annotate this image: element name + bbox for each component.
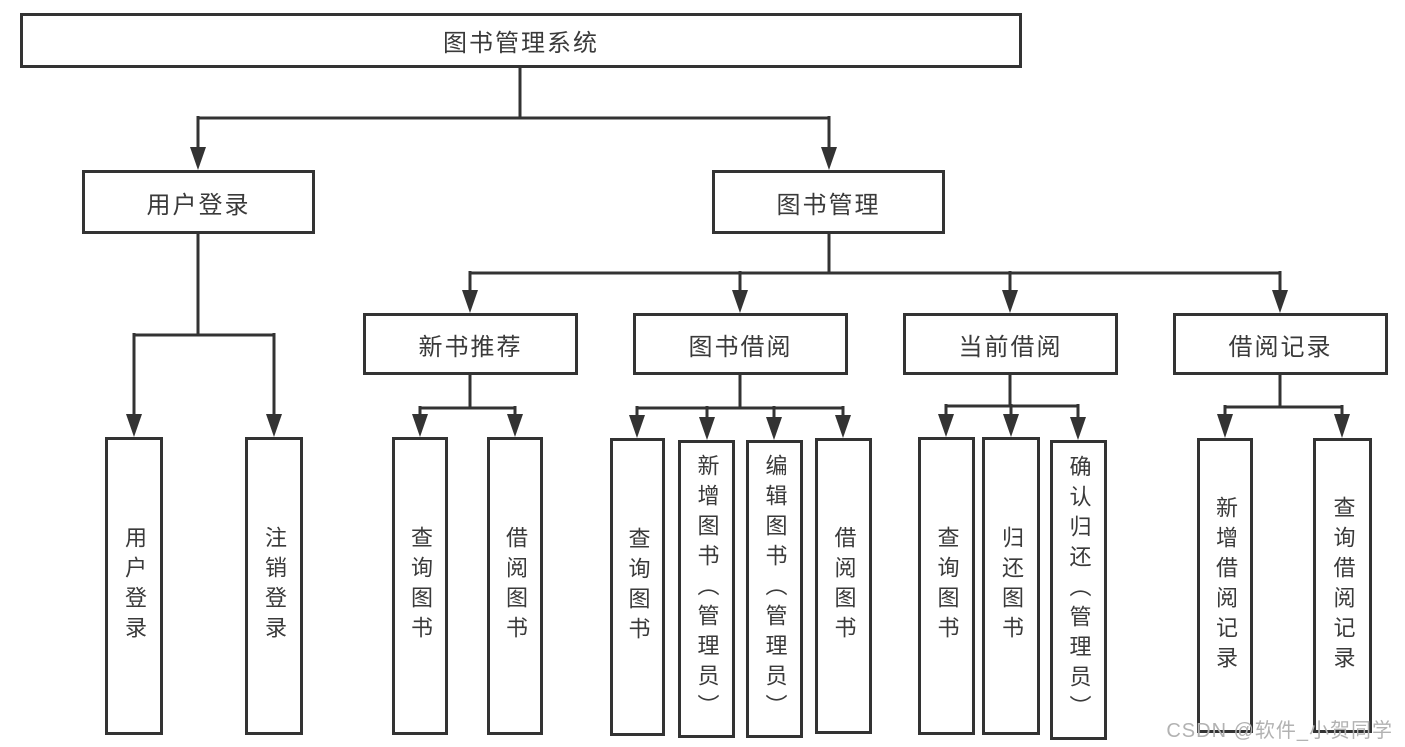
node-new-book-recommend-label: 新书推荐 (418, 333, 523, 361)
leaf-add-borrow-record-label: 新增借阅记录 (1213, 495, 1238, 676)
leaf-edit-books-admin: 编辑图书（管理员） (746, 440, 803, 738)
node-new-book-recommend: 新书推荐 (363, 313, 578, 375)
leaf-logout-label: 注销登录 (262, 526, 287, 646)
leaf-edit-books-admin-label: 编辑图书（管理员） (762, 454, 788, 724)
leaf-query-borrow-record: 查询借阅记录 (1313, 438, 1372, 733)
leaf-add-books-admin: 新增图书（管理员） (678, 440, 735, 738)
leaf-borrow-books-label: 借阅图书 (831, 526, 857, 646)
node-borrowing-records: 借阅记录 (1173, 313, 1388, 375)
leaf-query-books-recommend: 查询图书 (392, 437, 448, 735)
node-book-management: 图书管理 (712, 170, 945, 234)
connector-current-borrowing-branch (938, 375, 1086, 440)
leaf-add-books-admin-label: 新增图书（管理员） (694, 454, 720, 724)
node-book-borrowing-label: 图书借阅 (688, 333, 793, 361)
leaf-query-books-borrowing: 查询图书 (610, 438, 665, 736)
leaf-confirm-return-admin: 确认归还（管理员） (1050, 440, 1107, 740)
leaf-borrow-books-recommend: 借阅图书 (487, 437, 543, 735)
leaf-borrow-books: 借阅图书 (815, 438, 872, 734)
node-borrowing-records-label: 借阅记录 (1228, 333, 1333, 361)
leaf-add-borrow-record: 新增借阅记录 (1197, 438, 1253, 733)
node-root-system: 图书管理系统 (20, 13, 1022, 68)
leaf-confirm-return-admin-label: 确认归还（管理员） (1066, 455, 1092, 725)
node-current-borrowing-label: 当前借阅 (958, 333, 1063, 361)
node-book-management-label: 图书管理 (776, 191, 881, 219)
leaf-query-books-current: 查询图书 (918, 437, 975, 735)
leaf-query-books-borrowing-label: 查询图书 (625, 527, 651, 647)
leaf-user-login-label: 用户登录 (122, 526, 147, 646)
connector-new-book-recommend-branch (412, 375, 523, 437)
node-current-borrowing: 当前借阅 (903, 313, 1118, 375)
node-book-borrowing: 图书借阅 (633, 313, 848, 375)
leaf-user-login: 用户登录 (105, 437, 163, 735)
leaf-return-books-label: 归还图书 (999, 526, 1024, 646)
leaf-return-books: 归还图书 (982, 437, 1040, 735)
connector-book-management-branch (462, 234, 1288, 313)
leaf-query-borrow-record-label: 查询借阅记录 (1330, 495, 1356, 676)
leaf-query-books-current-label: 查询图书 (934, 526, 960, 646)
leaf-query-books-recommend-label: 查询图书 (408, 526, 433, 646)
connector-user-login-branch (126, 234, 282, 437)
connector-root-branch (190, 68, 837, 170)
leaf-borrow-books-recommend-label: 借阅图书 (503, 526, 528, 646)
node-user-login: 用户登录 (82, 170, 315, 234)
csdn-watermark: CSDN @软件_小贺同学 (1166, 720, 1393, 742)
node-root-system-label: 图书管理系统 (443, 30, 599, 57)
connector-borrowing-records-branch (1217, 375, 1350, 438)
leaf-logout: 注销登录 (245, 437, 303, 735)
node-user-login-label: 用户登录 (146, 191, 251, 219)
connector-book-borrowing-branch (629, 375, 851, 440)
